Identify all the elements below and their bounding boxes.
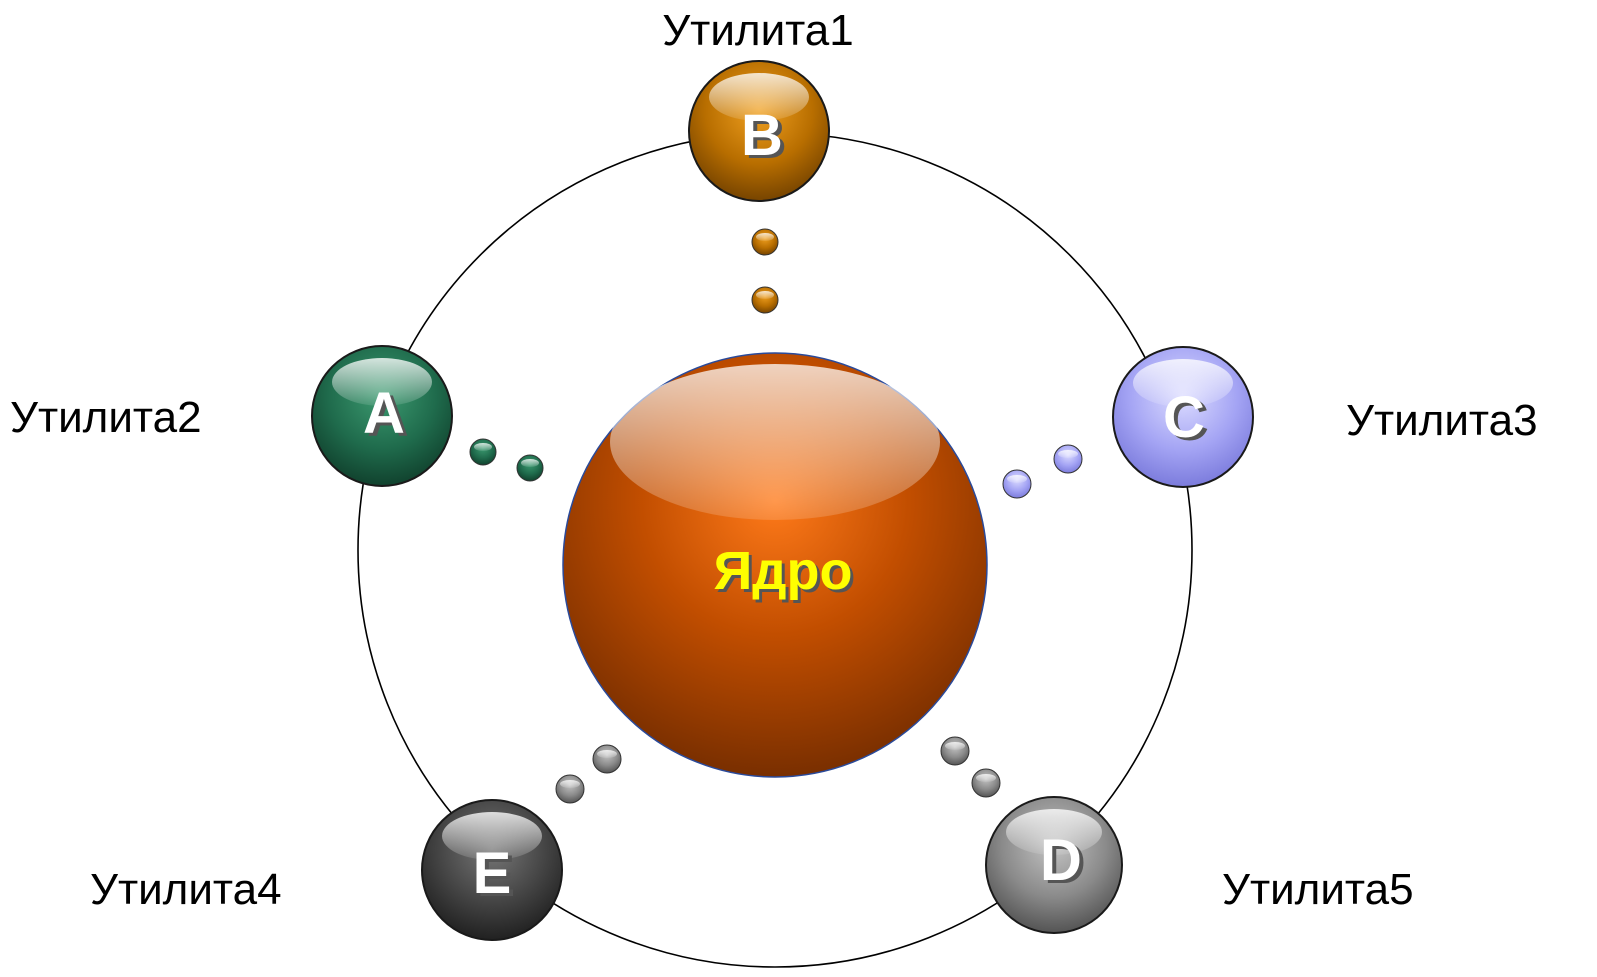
connector-dots-d [940, 736, 1001, 798]
utility-letter-shadow: B [745, 106, 787, 171]
connector-dots-e [555, 744, 622, 804]
connector-dots-c [1002, 444, 1083, 499]
utility-letter-shadow: A [367, 384, 409, 449]
connector-dots-b [751, 228, 779, 314]
utility-node-a: A A [311, 345, 453, 487]
utility-label-c: Утилита3 [1346, 396, 1538, 445]
utility-node-c: C C [1112, 346, 1254, 488]
utility-node-b: B B [688, 60, 830, 202]
core-node: Ядро Ядро [562, 352, 988, 778]
connector-dots-a [469, 438, 544, 482]
utility-letter-shadow: D [1044, 831, 1086, 896]
utility-letter-a: A [363, 381, 405, 446]
utility-node-e: E E [421, 799, 563, 941]
core-label: Ядро [713, 541, 852, 601]
utility-label-a: Утилита2 [10, 393, 202, 442]
utility-letter-shadow: E [477, 844, 516, 909]
utility-label-e: Утилита4 [90, 865, 282, 914]
utility-node-d: D D [985, 796, 1123, 934]
core-label-shadow: Ядро [716, 544, 855, 604]
utility-letter-d: D [1040, 828, 1082, 893]
connector-dots [469, 228, 1083, 804]
utility-letter-c: C [1163, 385, 1205, 450]
utility-letter-b: B [741, 103, 783, 168]
utility-label-b: Утилита1 [662, 6, 854, 55]
core-highlight [610, 364, 940, 520]
utility-letter-e: E [473, 841, 512, 906]
utility-letter-shadow: C [1167, 388, 1209, 453]
utility-label-d: Утилита5 [1222, 865, 1414, 914]
